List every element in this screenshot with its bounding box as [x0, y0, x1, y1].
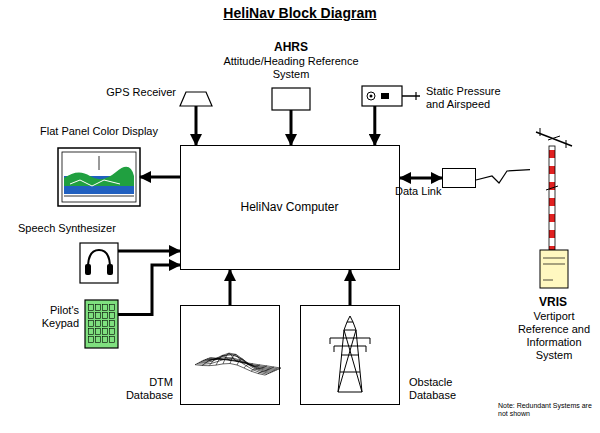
device-label: Flat Panel Color Display	[26, 125, 172, 138]
speech-synthesizer: Speech Synthesizer	[80, 243, 118, 283]
device-label: Static Pressure and Airspeed	[426, 85, 510, 111]
signal-arrow	[195, 106, 198, 145]
device-heading: VRIS	[528, 295, 578, 309]
signal-arrow	[229, 270, 232, 305]
diagram-title: HeliNav Block Diagram	[0, 5, 600, 21]
data-link: Data Link	[442, 168, 476, 188]
signal-arrow	[290, 110, 293, 145]
pressure-sensor: Static Pressure and Airspeed	[362, 86, 420, 106]
pilot-keypad: Pilot's Keypad	[85, 300, 118, 348]
device-label: Obstacle Database	[409, 376, 471, 402]
signal-arrow	[400, 177, 442, 180]
flat-panel-display: Flat Panel Color Display	[58, 148, 140, 206]
signal-arrow	[118, 250, 180, 253]
device-label: HeliNav Computer	[181, 200, 398, 214]
signal-arrow	[349, 270, 352, 305]
ahrs-unit: AHRSAttitude/Heading Reference System	[272, 88, 310, 110]
device-label: Pilot's Keypad	[21, 304, 79, 330]
signal-arrow	[140, 176, 180, 179]
device-label: Vertiport Reference and Information Syst…	[515, 310, 593, 362]
dtm-database: DTM Database	[180, 305, 280, 405]
device-label: Speech Synthesizer	[18, 222, 158, 235]
obstacle-database: Obstacle Database	[300, 305, 400, 405]
vris-tower: VRISVertiport Reference and Information …	[530, 125, 576, 290]
device-label: Data Link	[395, 185, 441, 198]
device-label: DTM Database	[115, 376, 173, 402]
helinav-computer: HeliNav Computer	[180, 145, 400, 270]
gps-receiver: GPS Receiver	[180, 92, 212, 106]
signal-arrow	[373, 106, 376, 145]
device-label: GPS Receiver	[98, 86, 176, 99]
radio-link	[476, 170, 530, 183]
signal-arrow	[118, 265, 180, 314]
device-heading: AHRS	[221, 40, 361, 54]
footnote: Note: Redundant Systems are not shown	[498, 402, 594, 418]
device-label: Attitude/Heading Reference System	[221, 55, 361, 81]
